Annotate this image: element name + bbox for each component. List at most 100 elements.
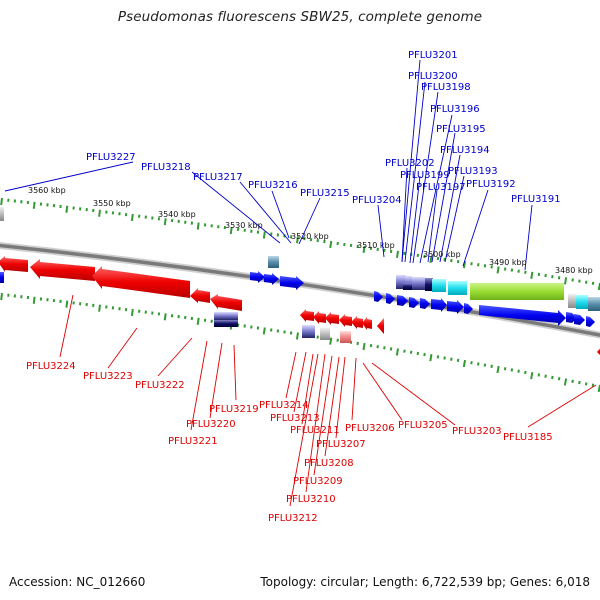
gene-label-PFLU3212[interactable]: PFLU3212 — [268, 513, 318, 524]
scale-tick — [443, 356, 446, 360]
scale-tick — [584, 382, 588, 386]
gene-block-PFLU3199[interactable] — [412, 277, 425, 290]
gene-arrow-fwd-h[interactable] — [586, 316, 595, 327]
gene-label-PFLU3191[interactable]: PFLU3191 — [511, 194, 561, 205]
gene-arrow-fwd-e[interactable] — [464, 303, 473, 314]
gene-block-PFLU3212[interactable] — [302, 325, 315, 338]
gene-arrow-PFLU3223[interactable] — [92, 266, 190, 298]
gene-arrow-fwd-c[interactable] — [420, 298, 430, 309]
gene-block-PFLU3216[interactable] — [268, 256, 279, 268]
gene-arrow-PFLU3224[interactable] — [0, 256, 28, 272]
gene-label-PFLU3205[interactable]: PFLU3205 — [398, 420, 448, 431]
gene-label-PFLU3209[interactable]: PFLU3209 — [293, 476, 343, 487]
gene-label-PFLU3185[interactable]: PFLU3185 — [503, 432, 553, 443]
gene-arrow-fwd-d[interactable] — [431, 298, 447, 312]
gene-label-PFLU3206[interactable]: PFLU3206 — [345, 423, 395, 434]
gene-arrow-PFLU3221[interactable] — [210, 294, 242, 311]
gene-block-PFLU3205[interactable] — [340, 331, 351, 343]
gene-label-PFLU3214[interactable]: PFLU3214 — [259, 400, 309, 411]
scale-tick — [429, 255, 433, 264]
gene-label-PFLU3222[interactable]: PFLU3222 — [135, 380, 185, 391]
gene-block-PFLU3202[interactable] — [396, 275, 406, 289]
gene-label-PFLU3204[interactable]: PFLU3204 — [352, 195, 402, 206]
gene-label-PFLU3223[interactable]: PFLU3223 — [83, 371, 133, 382]
gene-label-PFLU3208[interactable]: PFLU3208 — [304, 458, 354, 469]
gene-arrow-PFLU3223-a[interactable] — [30, 259, 95, 281]
gene-label-PFLU3216[interactable]: PFLU3216 — [248, 180, 298, 191]
gene-arrow-fwd-a[interactable] — [397, 295, 408, 306]
gene-label-PFLU3200[interactable]: PFLU3200 — [408, 71, 458, 82]
gene-arrow-PFLU3215[interactable] — [280, 276, 304, 290]
gene-arrow-left-blue[interactable] — [0, 272, 4, 283]
gene-arrow-PFLU3185[interactable] — [597, 345, 600, 358]
gene-label-PFLU3218[interactable]: PFLU3218 — [141, 162, 191, 173]
gene-block-PFLU3197[interactable] — [432, 279, 446, 292]
gene-arrow-PFLU3207[interactable] — [377, 318, 384, 334]
gene-block-right-gray[interactable] — [568, 294, 576, 308]
gene-label-PFLU3194[interactable]: PFLU3194 — [440, 145, 490, 156]
gene-label-PFLU3221[interactable]: PFLU3221 — [168, 436, 218, 447]
gene-arrow-PFLU3204[interactable] — [374, 291, 383, 302]
gene-arrow-PFLU3209[interactable] — [351, 316, 363, 329]
gene-arrow-PFLU3222[interactable] — [190, 288, 210, 303]
gene-arrow-PFLU3208[interactable] — [362, 317, 372, 330]
gene-block-right-cyan[interactable] — [576, 295, 588, 309]
gene-label-PFLU3196[interactable]: PFLU3196 — [430, 104, 480, 115]
scale-tick — [563, 378, 568, 386]
gene-block-PFLU3220[interactable] — [214, 312, 238, 320]
gene-block-right-steel[interactable] — [588, 297, 600, 311]
gene-label-PFLU3202[interactable]: PFLU3202 — [385, 158, 435, 169]
gene-label-PFLU3193[interactable]: PFLU3193 — [448, 166, 498, 177]
gene-block-PFLU3194[interactable] — [448, 281, 467, 295]
gene-label-PFLU3195[interactable]: PFLU3195 — [436, 124, 486, 135]
scale-tick — [483, 363, 487, 367]
gene-label-PFLU3198[interactable]: PFLU3198 — [421, 82, 471, 93]
gene-arrow-fwd-b[interactable] — [409, 297, 419, 308]
gene-block-left-gray[interactable] — [0, 207, 4, 221]
scale-tick — [537, 373, 541, 377]
gene-arrow-PFLU3191[interactable] — [479, 305, 566, 326]
gene-label-PFLU3197[interactable]: PFLU3197 — [416, 182, 466, 193]
gene-arrow-PFLU3217[interactable] — [264, 273, 279, 285]
gene-label-PFLU3213[interactable]: PFLU3213 — [270, 413, 320, 424]
gene-label-PFLU3220[interactable]: PFLU3220 — [186, 419, 236, 430]
gene-label-PFLU3199[interactable]: PFLU3199 — [400, 170, 450, 181]
gene-label-PFLU3215[interactable]: PFLU3215 — [300, 188, 350, 199]
gene-arrow-PFLU3203-a[interactable] — [386, 293, 395, 304]
gene-label-PFLU3224[interactable]: PFLU3224 — [26, 361, 76, 372]
gene-arrow-PFLU3213[interactable] — [313, 311, 326, 324]
scale-tick — [564, 277, 568, 285]
gene-block-PFLU3206[interactable] — [320, 328, 330, 340]
gene-label-PFLU3203[interactable]: PFLU3203 — [452, 426, 502, 437]
scale-tick — [510, 368, 514, 372]
forward-leader-lines — [4, 59, 533, 271]
gene-arrow-PFLU3193[interactable] — [447, 300, 464, 314]
scale-tick — [450, 357, 453, 361]
gene-block-PFLU3192[interactable] — [470, 283, 564, 300]
gene-label-PFLU3210[interactable]: PFLU3210 — [286, 494, 336, 505]
gene-block-PFLU3201[interactable] — [405, 276, 412, 289]
gene-label-PFLU3219[interactable]: PFLU3219 — [209, 404, 259, 415]
scale-tick — [196, 317, 200, 325]
map-title: Pseudomonas fluorescens SBW25, complete … — [117, 9, 483, 25]
gene-label-PFLU3217[interactable]: PFLU3217 — [193, 172, 243, 183]
gene-label-PFLU3211[interactable]: PFLU3211 — [290, 425, 340, 436]
gene-label-PFLU3201[interactable]: PFLU3201 — [408, 50, 458, 61]
gene-arrow-PFLU3211[interactable] — [325, 312, 339, 325]
scale-tick — [496, 365, 500, 374]
scale-tick — [429, 354, 433, 362]
gene-block-PFLU3200[interactable] — [403, 283, 412, 290]
gene-arrow-PFLU3218[interactable] — [250, 271, 265, 283]
gene-arrow-fwd-g[interactable] — [574, 314, 585, 325]
scale-tick — [98, 209, 101, 217]
gene-arrow-PFLU3210[interactable] — [339, 314, 352, 327]
scale-tick — [423, 352, 426, 357]
gene-arrow-PFLU3214[interactable] — [300, 309, 314, 322]
gene-block-PFLU3219[interactable] — [214, 320, 238, 327]
scale-tick — [591, 383, 595, 387]
gene-label-PFLU3192[interactable]: PFLU3192 — [466, 179, 516, 190]
gene-label-PFLU3227[interactable]: PFLU3227 — [86, 152, 136, 163]
gene-label-PFLU3207[interactable]: PFLU3207 — [316, 439, 366, 450]
gene-block-PFLU3198[interactable] — [425, 278, 433, 291]
